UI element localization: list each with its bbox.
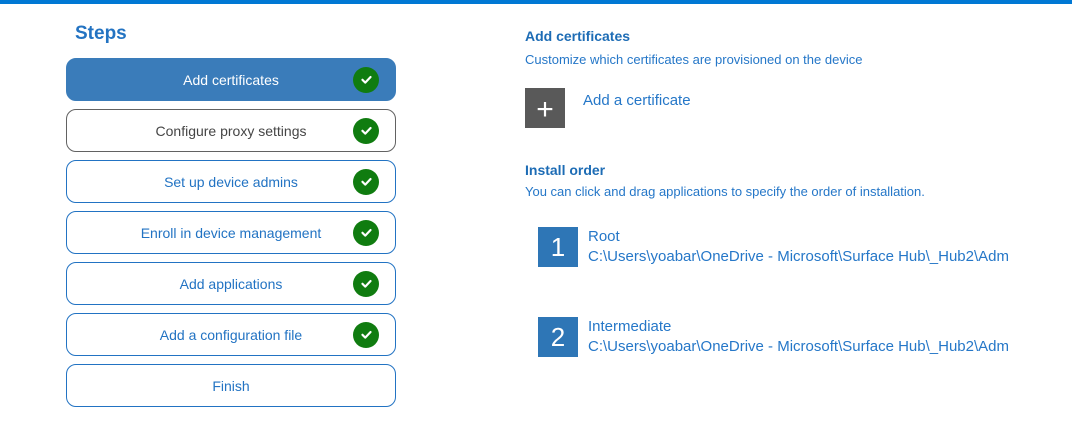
install-order-description: You can click and drag applications to s…: [525, 184, 925, 199]
certificate-path: C:\Users\yoabar\OneDrive - Microsoft\Sur…: [588, 248, 1009, 265]
order-item-text: Intermediate C:\Users\yoabar\OneDrive - …: [588, 317, 1009, 357]
step-finish[interactable]: Finish: [66, 364, 396, 407]
check-icon: [353, 66, 379, 93]
install-order-title: Install order: [525, 162, 606, 178]
top-accent-bar: [0, 0, 1072, 4]
order-number-tile: 2: [538, 317, 578, 357]
steps-sidebar: Steps Add certificates Configure proxy s…: [66, 23, 396, 407]
add-certificate-label: Add a certificate: [583, 92, 691, 109]
add-certificate-button[interactable]: + Add a certificate: [525, 88, 691, 128]
step-add-a-configuration-file[interactable]: Add a configuration file: [66, 313, 396, 356]
step-enroll-in-device-management[interactable]: Enroll in device management: [66, 211, 396, 254]
step-label: Add applications: [179, 275, 283, 292]
order-number-tile: 1: [538, 227, 578, 267]
install-order-item-1[interactable]: 1 Root C:\Users\yoabar\OneDrive - Micros…: [538, 227, 1009, 267]
step-label: Set up device admins: [164, 173, 298, 190]
step-add-applications[interactable]: Add applications: [66, 262, 396, 305]
install-order-item-2[interactable]: 2 Intermediate C:\Users\yoabar\OneDrive …: [538, 317, 1009, 357]
step-label: Finish: [212, 377, 250, 394]
check-icon: [353, 219, 379, 246]
plus-icon[interactable]: +: [525, 88, 565, 128]
certificate-name: Root: [588, 228, 620, 245]
check-icon: [353, 321, 379, 348]
section-description: Customize which certificates are provisi…: [525, 52, 863, 67]
step-label: Add certificates: [183, 71, 279, 88]
check-icon: [353, 270, 379, 297]
step-label: Configure proxy settings: [155, 122, 307, 139]
order-item-text: Root C:\Users\yoabar\OneDrive - Microsof…: [588, 227, 1009, 267]
step-label: Add a configuration file: [159, 326, 303, 343]
steps-list: Add certificates Configure proxy setting…: [66, 58, 396, 407]
step-label: Enroll in device management: [140, 224, 322, 241]
certificate-name: Intermediate: [588, 318, 672, 335]
certificate-path: C:\Users\yoabar\OneDrive - Microsoft\Sur…: [588, 338, 1009, 355]
steps-title: Steps: [75, 23, 127, 44]
check-icon: [353, 117, 379, 144]
step-configure-proxy-settings[interactable]: Configure proxy settings: [66, 109, 396, 152]
step-add-certificates[interactable]: Add certificates: [66, 58, 396, 101]
section-title: Add certificates: [525, 28, 631, 44]
step-set-up-device-admins[interactable]: Set up device admins: [66, 160, 396, 203]
main-content: Add certificates Customize which certifi…: [525, 28, 1072, 443]
check-icon: [353, 168, 379, 195]
